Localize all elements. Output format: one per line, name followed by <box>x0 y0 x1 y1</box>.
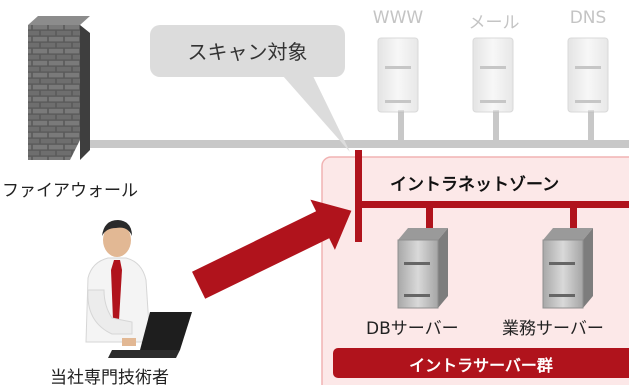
attack-arrow <box>192 199 352 299</box>
business-server-icon <box>542 228 593 309</box>
firewall-icon <box>28 16 90 160</box>
business-server-label: 業務サーバー <box>502 319 604 339</box>
intranet-zone-label: イントラネットゾーン <box>390 175 560 195</box>
dmz-drop-line <box>588 110 594 142</box>
engineer-label: 当社専門技術者 <box>50 368 169 388</box>
mail-server-label: メール <box>468 13 520 33</box>
dmz-server-icon <box>377 37 419 113</box>
dmz-drop-line <box>398 110 404 142</box>
dns-server-label: DNS <box>569 8 607 28</box>
dmz-server-icon <box>567 37 609 113</box>
engineer-icon <box>85 220 192 358</box>
dmz-drop-line <box>493 110 499 142</box>
intranet-bus-line <box>355 201 629 208</box>
network-backbone <box>80 140 629 148</box>
db-server-icon <box>397 228 448 309</box>
intranet-group-label: イントラサーバー群 <box>409 356 553 375</box>
callout-text: スキャン対象 <box>187 40 308 64</box>
scan-target-callout <box>150 25 350 152</box>
www-server-label: WWW <box>372 8 424 28</box>
dmz-server-icon <box>472 37 514 113</box>
intranet-group-band <box>333 348 629 378</box>
intranet-zone-area <box>321 156 629 385</box>
firewall-label: ファイアウォール <box>2 181 138 201</box>
intranet-drop-line <box>426 205 433 229</box>
db-server-label: DBサーバー <box>366 319 459 339</box>
intranet-vertical-line <box>355 150 362 242</box>
intranet-drop-line <box>570 205 577 229</box>
